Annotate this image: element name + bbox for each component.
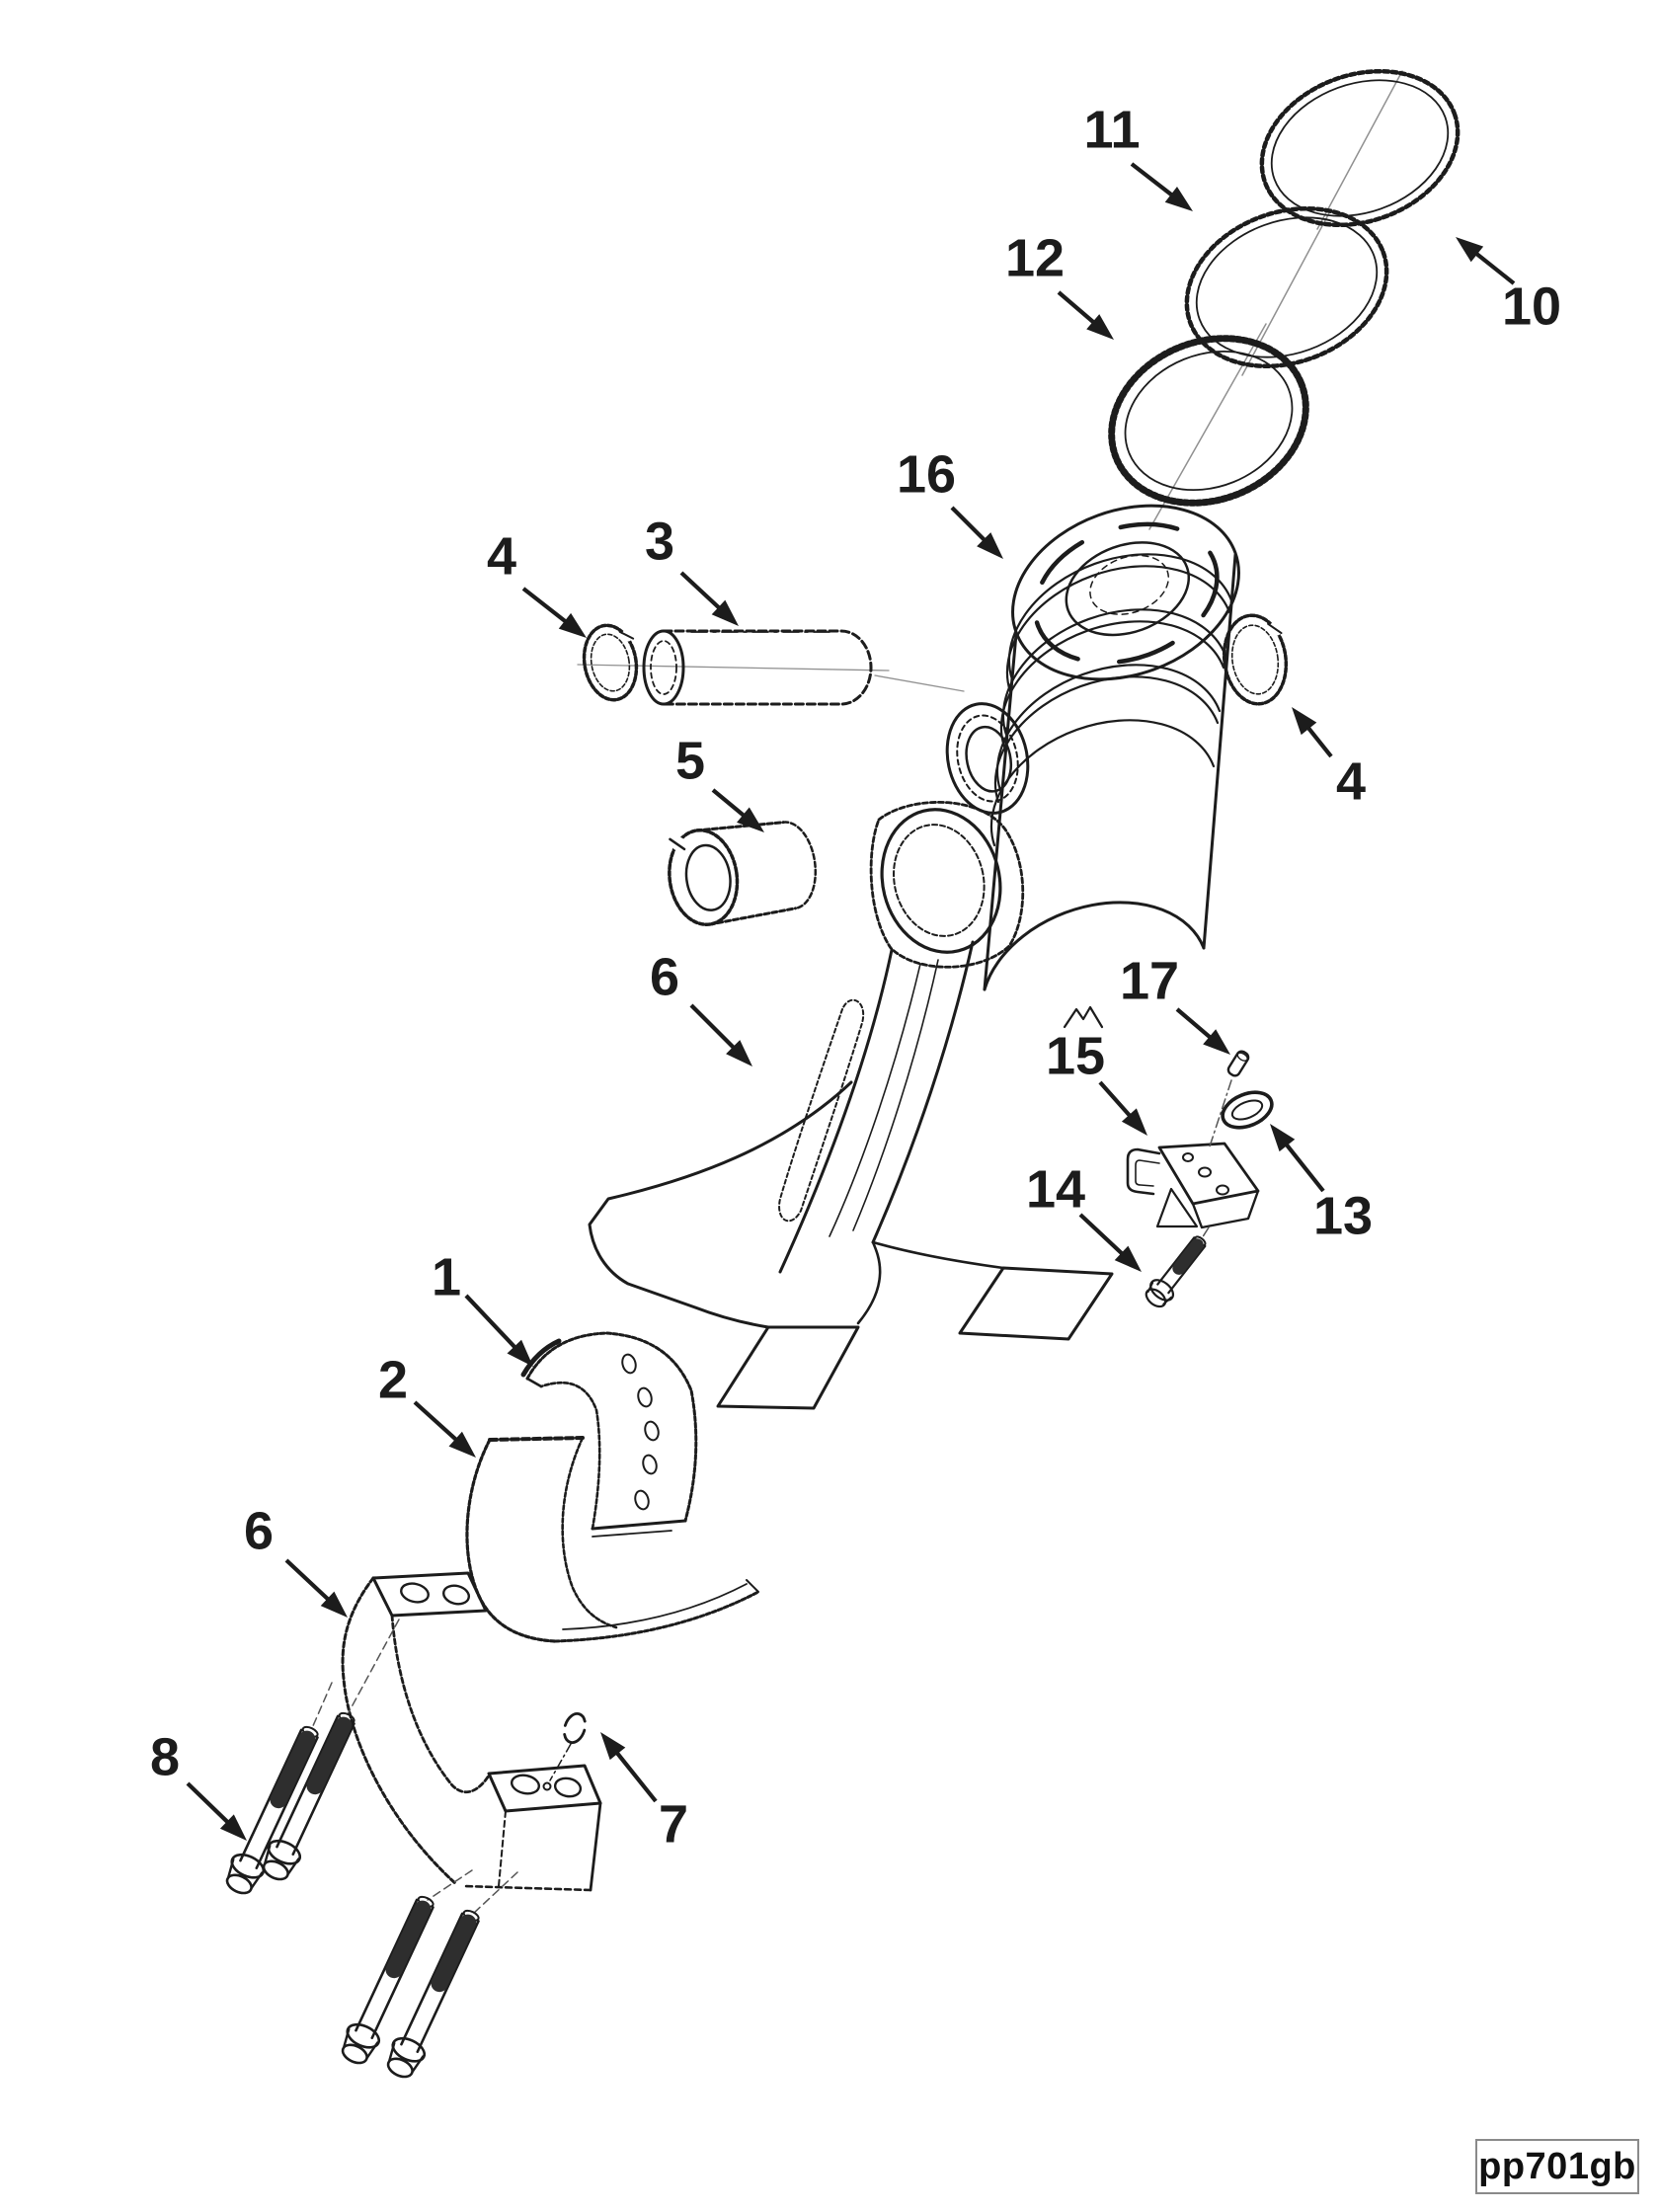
callout-3: 3 — [645, 512, 739, 626]
small-end-bushing-drawing — [668, 821, 818, 927]
rod-bolts-drawing — [221, 1707, 489, 2082]
callout-arrow-line — [679, 571, 723, 612]
nozzle-bolt-drawing — [1142, 1230, 1213, 1310]
bolt-leader-dashes — [311, 1619, 518, 1915]
callout-arrowhead — [1121, 1108, 1147, 1136]
callout-arrowhead — [1456, 237, 1484, 263]
piston-ring-11-drawing — [1184, 205, 1389, 369]
callout-14: 14 — [1026, 1159, 1142, 1272]
callout-2: 2 — [378, 1350, 476, 1458]
callout-arrow-line — [1304, 724, 1333, 758]
callout-number-2-14: 2 — [378, 1350, 408, 1409]
callout-arrowhead — [1086, 314, 1114, 340]
callout-number-13-11: 13 — [1313, 1186, 1373, 1245]
callout-arrowhead — [726, 1040, 752, 1066]
callout-number-17-9: 17 — [1120, 951, 1179, 1010]
callout-number-7-17: 7 — [659, 1794, 688, 1854]
callout-arrow-line — [464, 1294, 519, 1351]
retaining-ring-right-drawing — [1222, 613, 1289, 706]
callout-arrowhead — [711, 599, 739, 626]
callout-arrowhead — [507, 1339, 533, 1367]
callout-number-14-12: 14 — [1026, 1159, 1085, 1219]
piston-pin-drawing — [642, 629, 873, 706]
callout-7: 7 — [600, 1732, 688, 1854]
callout-number-5-6: 5 — [675, 731, 705, 790]
callout-number-1-13: 1 — [432, 1247, 461, 1306]
callout-arrowhead — [977, 532, 1003, 559]
callout-number-3-4: 3 — [645, 512, 674, 571]
retaining-ring-left-drawing — [582, 623, 639, 702]
callout-8: 8 — [150, 1727, 247, 1841]
callout-5: 5 — [675, 731, 764, 832]
piston-ring-12-drawing — [1108, 335, 1309, 507]
connecting-rod-drawing — [588, 801, 1114, 1410]
upper-bearing-shell-drawing — [520, 1331, 698, 1538]
callout-17: 17 — [1120, 951, 1230, 1055]
callout-6: 6 — [244, 1501, 348, 1618]
piston-ring-10-drawing — [1259, 68, 1461, 228]
callout-arrowhead — [1292, 707, 1317, 736]
callout-arrowhead — [1270, 1124, 1296, 1152]
callout-arrow-line — [950, 506, 988, 544]
callout-arrowhead — [1114, 1245, 1142, 1272]
callout-number-4-5: 4 — [487, 526, 516, 586]
callout-number-12-2: 12 — [1005, 228, 1065, 287]
callout-arrowhead — [600, 1732, 626, 1761]
figure-code: pp701gb — [1478, 2145, 1636, 2187]
callout-12: 12 — [1005, 228, 1114, 340]
callout-arrow-line — [1175, 1007, 1215, 1042]
callout-layer: 11 10 12 16 3 4 5 4 6 17 15 13 14 12 6 8 7 — [150, 100, 1561, 1854]
callout-arrow-line — [521, 587, 570, 625]
callout-arrow-line — [1130, 162, 1176, 198]
callout-arrow-line — [1472, 250, 1516, 285]
callout-6: 6 — [650, 947, 752, 1066]
callout-arrow-line — [1078, 1213, 1126, 1258]
callout-arrow-line — [284, 1558, 332, 1604]
callout-arrowhead — [1164, 186, 1193, 211]
nozzle-o-ring-drawing — [1221, 1090, 1274, 1130]
cooling-nozzle-drawing — [1126, 1079, 1260, 1239]
callout-4: 4 — [487, 526, 587, 638]
callout-arrowhead — [1203, 1029, 1230, 1055]
callout-1: 1 — [432, 1247, 533, 1367]
callout-arrowhead — [558, 612, 587, 638]
callout-13: 13 — [1270, 1124, 1373, 1245]
callout-arrowhead — [219, 1814, 247, 1841]
callout-arrow-line — [613, 1749, 658, 1803]
callout-arrow-line — [1057, 290, 1098, 326]
piston-drawing — [945, 504, 1240, 1039]
ring-axis-centerline — [1148, 70, 1403, 530]
callout-arrow-line — [1283, 1141, 1325, 1193]
callout-11: 11 — [1083, 100, 1193, 211]
callout-number-11-0: 11 — [1083, 100, 1140, 159]
lower-bearing-shell-drawing — [465, 1436, 760, 1643]
callout-arrow-line — [711, 788, 748, 820]
callout-arrow-line — [186, 1781, 232, 1826]
callout-15: 15 — [1046, 1026, 1147, 1136]
callout-number-15-10: 15 — [1046, 1026, 1105, 1085]
callout-number-6-15: 6 — [244, 1501, 274, 1560]
callout-arrowhead — [737, 807, 764, 832]
callout-number-4-7: 4 — [1336, 751, 1366, 811]
callout-arrowhead — [448, 1431, 476, 1458]
nozzle-pin-drawing — [1226, 1050, 1250, 1077]
callout-number-8-16: 8 — [150, 1727, 180, 1786]
callout-arrow-line — [413, 1400, 460, 1444]
callout-arrowhead — [320, 1591, 348, 1618]
callout-16: 16 — [897, 444, 1003, 559]
callout-4: 4 — [1292, 707, 1366, 811]
callout-10: 10 — [1456, 237, 1561, 336]
callout-number-10-1: 10 — [1502, 276, 1561, 336]
callout-arrow-line — [689, 1003, 738, 1052]
rod-cap-drawing — [341, 1571, 602, 1892]
callout-number-16-3: 16 — [897, 444, 956, 504]
dowel-ring-drawing — [549, 1712, 587, 1781]
figure-code-box: pp701gb — [1475, 2139, 1639, 2194]
callout-number-6-8: 6 — [650, 947, 679, 1006]
callout-arrow-line — [1098, 1080, 1134, 1120]
